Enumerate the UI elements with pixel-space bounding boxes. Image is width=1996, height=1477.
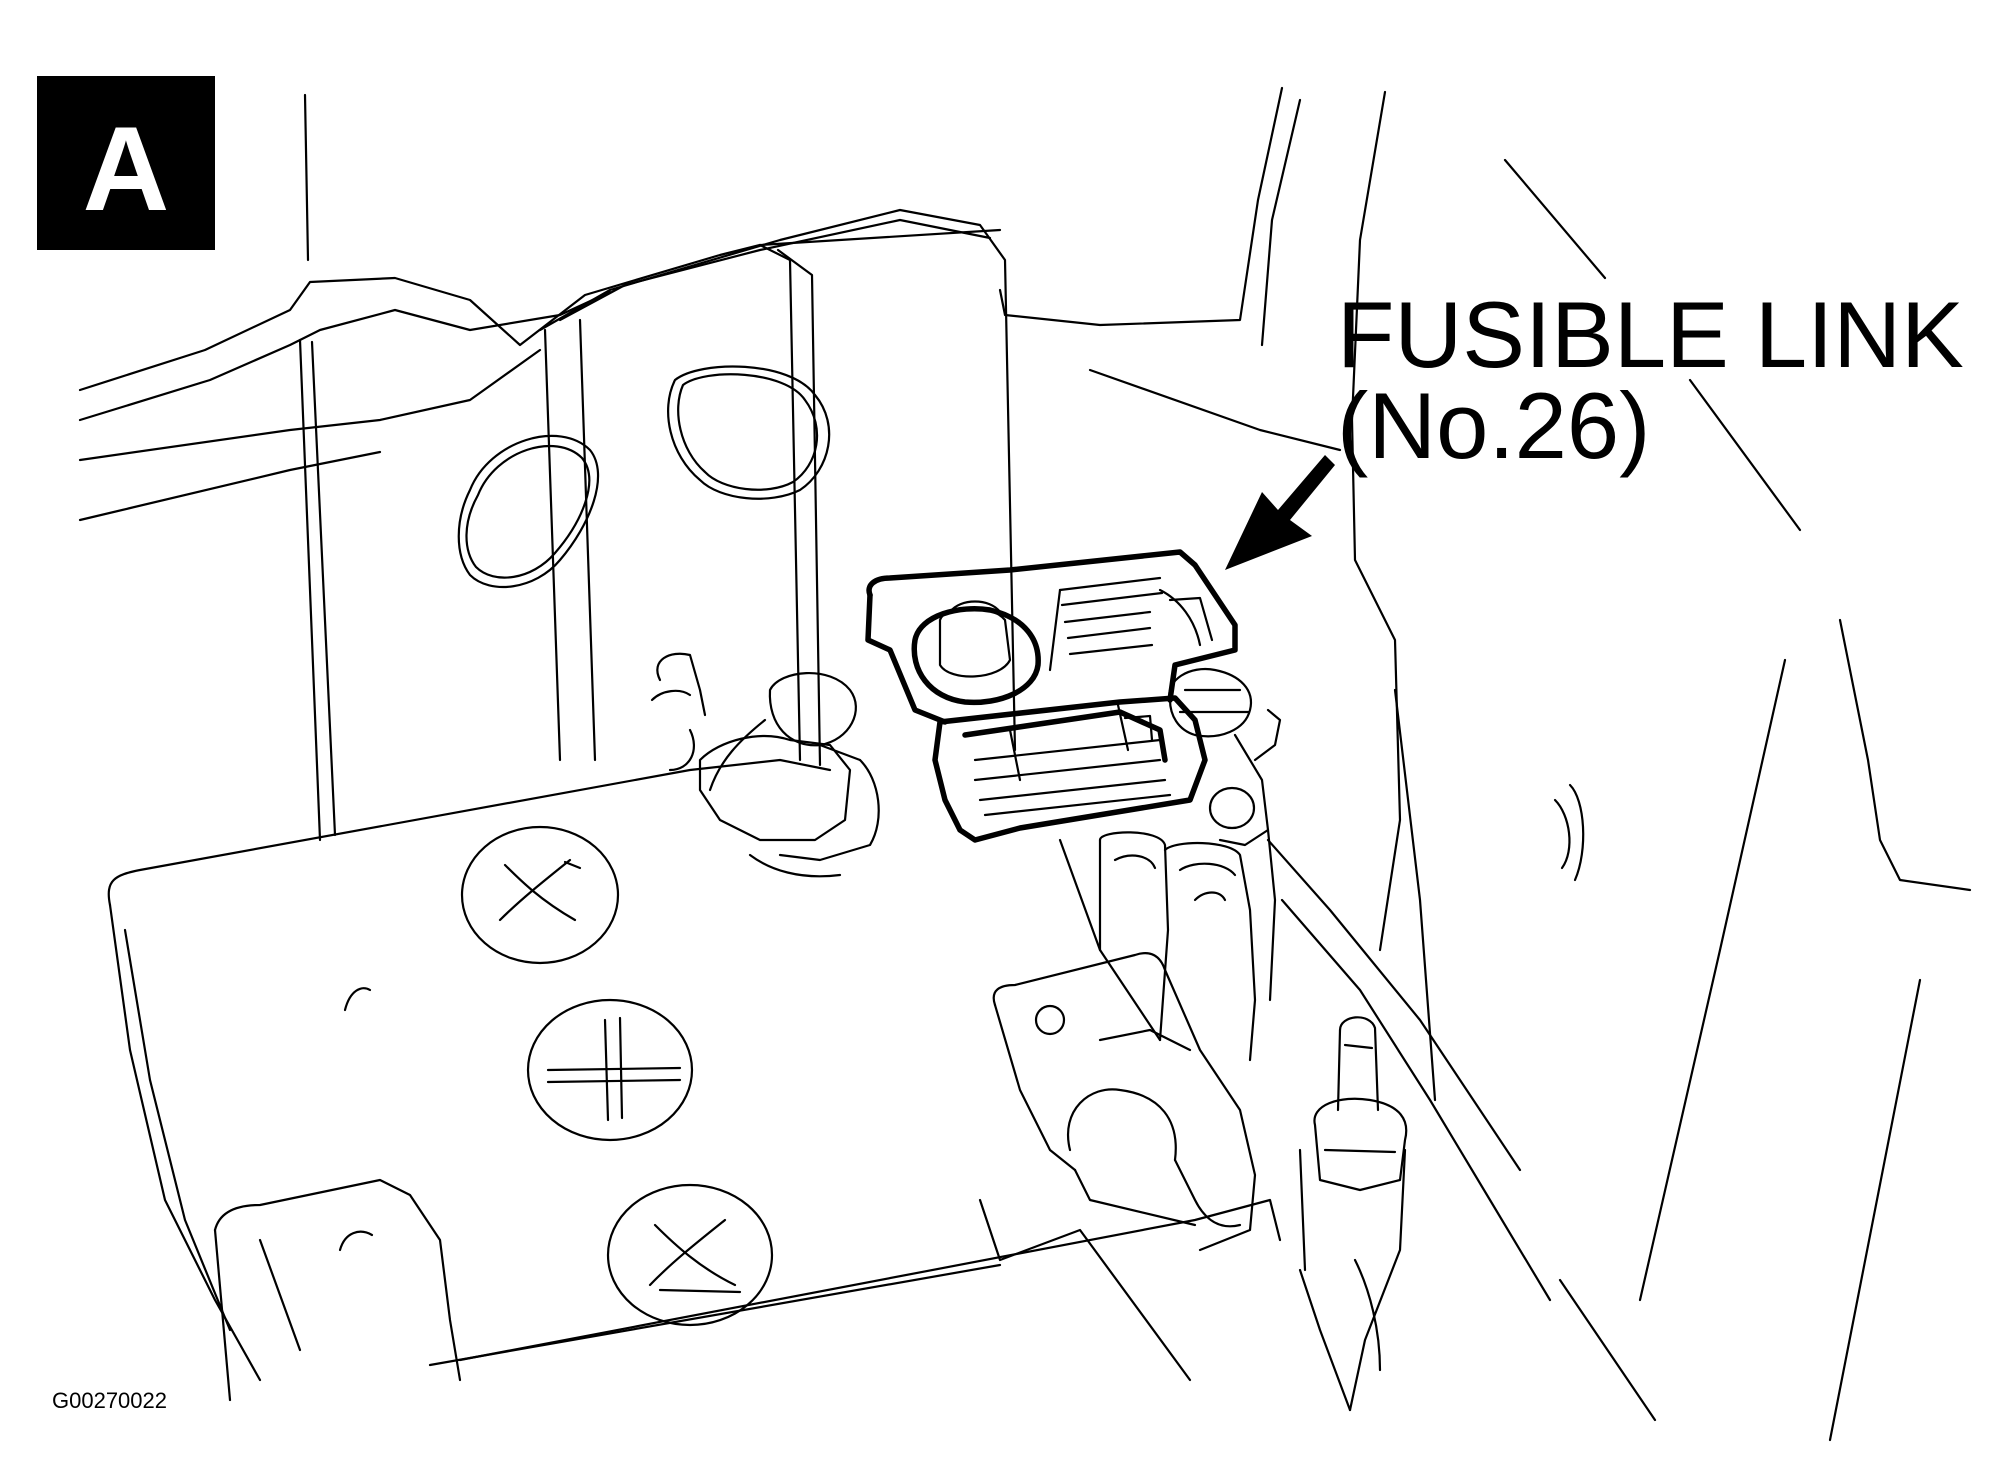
callout-arrow bbox=[1225, 455, 1335, 570]
view-badge: A bbox=[37, 76, 215, 250]
figure-id: G00270022 bbox=[52, 1388, 167, 1413]
battery-cell-caps bbox=[460, 825, 774, 1327]
cable-retainer-plate bbox=[992, 952, 1257, 1252]
positive-terminal-bolt bbox=[1168, 667, 1282, 847]
positive-cables bbox=[1058, 828, 1552, 1302]
fusible-link-callout: FUSIBLE LINK (No.26) bbox=[1337, 282, 1964, 478]
callout-line-1: FUSIBLE LINK bbox=[1337, 282, 1964, 387]
view-badge-label: A bbox=[83, 102, 170, 236]
cell-cap-x-2 bbox=[606, 1183, 774, 1327]
fusible-link bbox=[865, 549, 1238, 843]
cell-cap-plus bbox=[526, 998, 694, 1142]
cell-cap-x-1 bbox=[460, 825, 620, 965]
hold-down-stud bbox=[1298, 1016, 1408, 1412]
battery-bracket bbox=[298, 208, 1017, 842]
vehicle-body-outline bbox=[78, 86, 1972, 1442]
negative-terminal bbox=[650, 652, 880, 878]
battery-case bbox=[107, 758, 1282, 1402]
callout-line-2: (No.26) bbox=[1337, 373, 1650, 478]
